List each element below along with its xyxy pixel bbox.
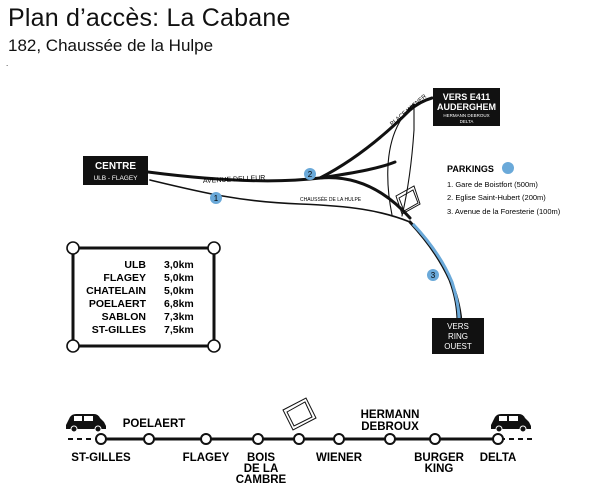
ring-box-line2: RING — [448, 332, 468, 341]
route-label-flagey: FLAGEY — [183, 452, 230, 464]
e411-box-line4: DELTA — [460, 119, 474, 124]
stop-burger-king — [429, 433, 441, 445]
car-left-icon — [66, 414, 106, 433]
parkings-legend-item-2: 2. Eglise Saint-Hubert (200m) — [447, 193, 546, 202]
route-cabane-building-icon — [282, 397, 317, 431]
address-subtitle: 182, Chaussée de la Hulpe — [8, 36, 214, 55]
parking-marker-3-label: 3 — [431, 271, 436, 280]
parkings-legend: PARKINGS 1. Gare de Boistfort (500m) 2. … — [447, 162, 561, 216]
centre-box: CENTRE ULB - FLAGEY — [83, 156, 148, 185]
place-wiener-road — [318, 96, 434, 180]
avenue-delleur-road — [146, 160, 397, 183]
centre-box-line1: CENTRE — [95, 161, 136, 172]
distance-km-chatelain: 5,0km — [164, 285, 194, 297]
cabane-building-icon — [395, 185, 421, 215]
route-label-poelaert: POELAERT — [123, 418, 186, 430]
route-label-wiener: WIENER — [316, 452, 363, 464]
stop-flagey — [200, 433, 212, 445]
ring-box-line1: VERS — [447, 322, 469, 331]
route-label-st-gilles: ST-GILLES — [71, 452, 131, 464]
highlight-route — [411, 222, 461, 321]
parkings-legend-title: PARKINGS — [447, 164, 494, 174]
distance-place-poelaert: POELAERT — [89, 298, 147, 310]
distance-place-chatelain: CHATELAIN — [86, 285, 146, 297]
parking-marker-1: 1 — [210, 192, 222, 204]
distance-km-flagey: 5,0km — [164, 272, 194, 284]
inner-road-b — [401, 103, 415, 217]
parking-marker-3: 3 — [427, 269, 439, 281]
map-title: Plan d’accès: La Cabane — [8, 4, 291, 32]
distance-km-ulb: 3,0km — [164, 259, 194, 271]
parking-marker-2: 2 — [304, 168, 316, 180]
route-label-debroux: DEBROUX — [361, 421, 419, 433]
route-label-cambre: CAMBRE — [236, 474, 287, 486]
parkings-legend-item-1: 1. Gare de Boistfort (500m) — [447, 180, 538, 189]
stop-wiener — [333, 433, 345, 445]
distance-km-sablon: 7,3km — [164, 311, 194, 323]
distance-place-sablon: SABLON — [102, 311, 146, 323]
parking-marker-2-label: 2 — [308, 170, 313, 179]
distances-panel: ULB 3,0km FLAGEY 5,0km CHATELAIN 5,0km P… — [66, 241, 221, 353]
e411-box-line3: HERMANN DEBROUX — [443, 113, 489, 118]
route-label-hermann: HERMANN — [361, 409, 420, 421]
parkings-legend-item-3: 3. Avenue de la Foresterie (100m) — [447, 207, 561, 216]
distance-km-poelaert: 6,8km — [164, 298, 194, 310]
distance-place-ulb: ULB — [124, 259, 146, 271]
car-right-icon — [491, 414, 531, 433]
distance-place-st-gilles: ST-GILLES — [92, 324, 146, 336]
parkings-legend-dot — [502, 162, 514, 174]
e411-box-line2: AUDERGHEM — [437, 102, 496, 112]
boulevard-curve-road — [318, 176, 412, 220]
place-wiener-label: PLACE WIENER — [389, 93, 428, 127]
stop-delta — [492, 433, 504, 445]
e411-box-line1: VERS E411 — [443, 92, 491, 102]
avenue-delleur-label: AVENUE DELLEUR — [203, 175, 266, 185]
stop-poelaert — [143, 433, 155, 445]
route-label-burger: BURGER — [414, 452, 465, 464]
ring-box-line3: OUEST — [444, 342, 472, 351]
route-line: POELAERT HERMANN DEBROUX ST-GILLES FLAGE… — [66, 397, 532, 486]
e411-box: VERS E411 AUDERGHEM HERMANN DEBROUX DELT… — [433, 88, 500, 126]
route-label-bois: BOIS — [247, 452, 275, 464]
centre-box-line2: ULB - FLAGEY — [93, 175, 138, 182]
stop-hermann-debroux — [384, 433, 396, 445]
stop-cabane — [293, 433, 305, 445]
inner-road-a — [387, 103, 415, 216]
route-label-delta: DELTA — [480, 452, 517, 464]
distance-km-st-gilles: 7,5km — [164, 324, 194, 336]
route-label-de-la: DE LA — [244, 463, 279, 475]
parking-marker-1-label: 1 — [214, 194, 219, 203]
stop-st-gilles — [95, 433, 107, 445]
distance-place-flagey: FLAGEY — [103, 272, 146, 284]
ring-box: VERS RING OUEST — [432, 318, 484, 354]
dot-mark: . — [6, 59, 9, 68]
chaussee-hulpe-label: CHAUSSÉE DE LA HULPE — [300, 196, 362, 203]
stop-bois-de-la-cambre — [252, 433, 264, 445]
route-label-king: KING — [425, 463, 454, 475]
road-network — [146, 96, 463, 331]
